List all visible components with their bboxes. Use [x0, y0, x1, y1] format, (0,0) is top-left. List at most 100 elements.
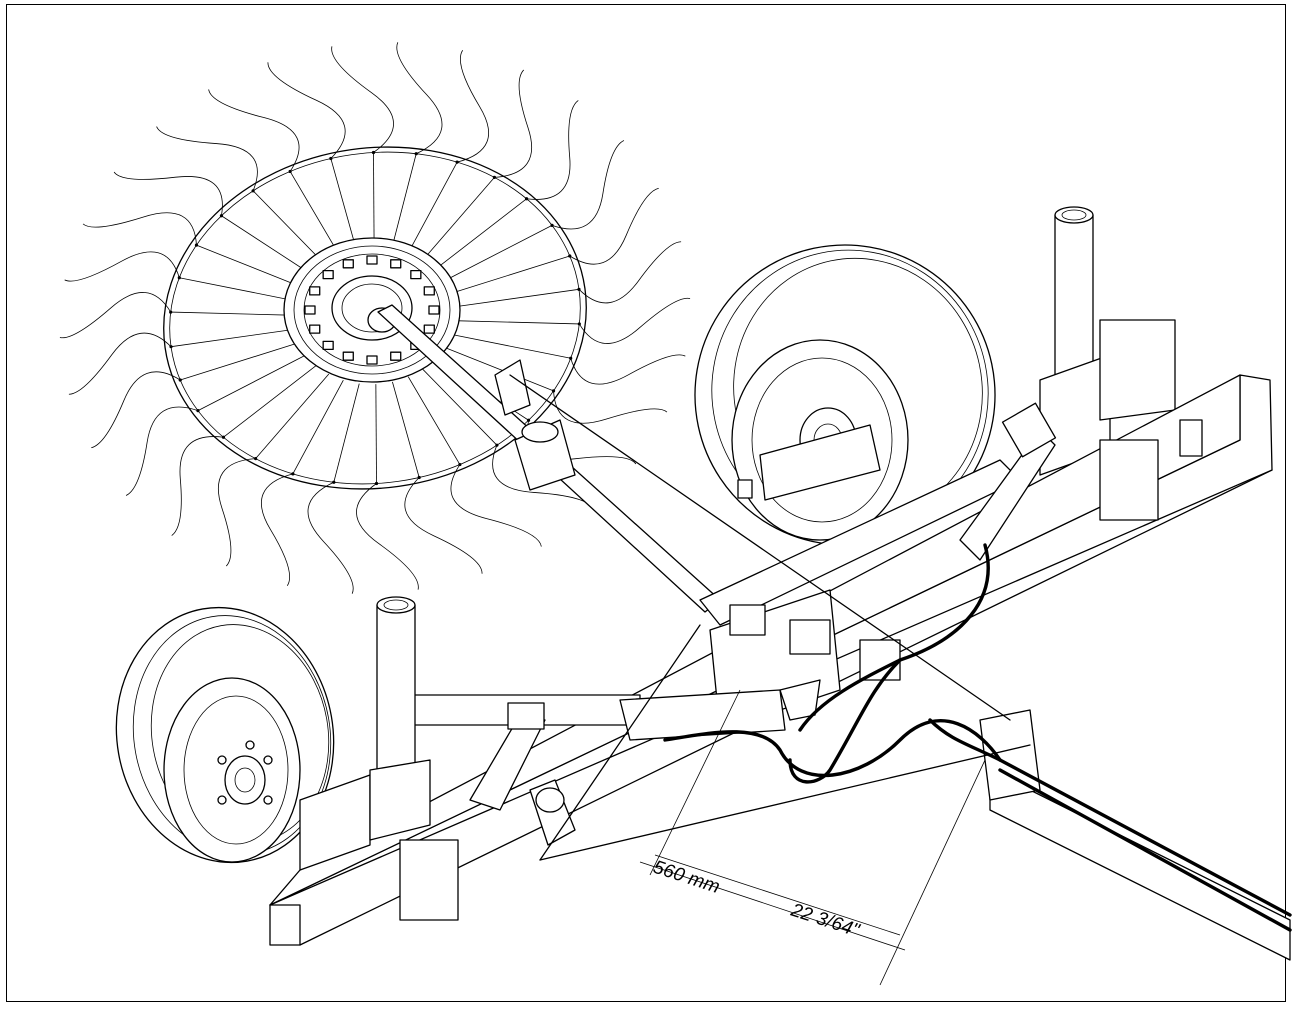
rake-tine-mount — [194, 243, 199, 247]
left-wheel-hub — [224, 755, 266, 805]
rake-tine-mount — [417, 475, 421, 480]
rake-spoke — [223, 365, 317, 438]
frame-tube — [699, 402, 1057, 626]
rake-tine-mount — [291, 472, 295, 476]
rake-spoke — [443, 224, 553, 282]
rake-tine — [91, 371, 181, 449]
rake-tine — [356, 483, 419, 590]
rake-tine-mount — [251, 189, 255, 193]
rake-tine-mount — [332, 480, 336, 484]
rake-spoke — [433, 198, 527, 271]
rake-tine — [396, 42, 443, 155]
rake-spoke — [333, 383, 360, 483]
rake-tine-mount — [374, 481, 379, 486]
hub-slot — [428, 305, 440, 315]
rake-tine-mount — [577, 287, 581, 291]
rake-tine-mount — [492, 175, 497, 179]
rake-tine-mount — [524, 197, 529, 201]
rake-spoke — [450, 255, 570, 294]
rake-spoke — [454, 288, 580, 308]
hub-slot — [342, 259, 354, 269]
hub-slot — [342, 351, 354, 361]
hub-slot — [390, 259, 402, 269]
rake-tine — [64, 251, 180, 282]
rake-tine-mount — [288, 169, 292, 174]
rake-spoke — [179, 277, 299, 302]
rake-tine — [457, 50, 489, 163]
guide-lines — [509, 374, 1031, 861]
dimension-metric-label: 560 mm — [650, 857, 722, 898]
rake-tine-mount — [569, 356, 573, 360]
rake-tine-mount — [526, 418, 531, 422]
right-clamp-plate — [1099, 439, 1159, 521]
rake-tine — [526, 100, 579, 200]
rake-tine-mount — [455, 160, 459, 164]
rake-spoke — [221, 215, 316, 278]
rake-spoke — [406, 161, 458, 257]
left-post-bracket — [299, 774, 371, 871]
rake-tine — [569, 187, 659, 265]
rake-spoke — [392, 381, 420, 478]
rake-tine — [113, 171, 223, 216]
rake-spoke — [252, 190, 328, 268]
rake-wheel-rim — [163, 146, 587, 490]
rake-spoke — [180, 342, 300, 381]
hub-slot — [322, 340, 334, 351]
left-linkage — [399, 679, 821, 846]
rake-spoke — [420, 177, 495, 263]
rake-tine-mount — [169, 310, 173, 314]
rake-spoke — [407, 376, 461, 465]
rake-tine — [171, 436, 224, 536]
rake-tine-mount — [414, 152, 418, 156]
rake-tine — [578, 297, 691, 344]
rake-tine — [404, 477, 483, 574]
tongue — [979, 709, 1291, 961]
hub-slot — [366, 255, 378, 265]
rake-tine — [450, 464, 542, 547]
dimension-imperial-label: 22 3/64" — [788, 899, 863, 941]
rake-tine — [208, 89, 300, 172]
rake-tine — [125, 406, 199, 496]
rake-spoke — [375, 384, 377, 484]
rake-tine — [331, 46, 394, 153]
rake-spoke — [197, 354, 307, 412]
hub-slot — [423, 324, 435, 334]
hub-slot — [410, 269, 422, 280]
rake-spoke — [330, 158, 358, 255]
rake-wheel-tines — [59, 42, 691, 594]
rake-tine-mount — [219, 214, 224, 218]
rake-tine-mount — [196, 409, 200, 413]
lift-arm — [469, 714, 546, 811]
rake-spoke — [373, 152, 375, 252]
rake-tine-mount — [178, 378, 182, 382]
left-mount-post — [299, 596, 431, 871]
rake-tine-mount — [495, 443, 499, 447]
rake-spoke — [170, 328, 296, 348]
rake-tine-mount — [177, 276, 181, 280]
rake-spoke — [196, 244, 306, 289]
rake-tine-mount — [458, 462, 462, 467]
rake-tine-mount — [568, 254, 572, 258]
right-mount-post — [1039, 206, 1176, 476]
hub-slot — [309, 286, 321, 296]
right-wheel — [694, 244, 996, 546]
rake-tine — [494, 69, 532, 178]
rake-tine-mount — [577, 322, 581, 326]
rake-tine — [307, 481, 354, 594]
hub-slot — [322, 269, 334, 280]
hydraulic-cylinder-right — [959, 429, 1056, 561]
hub-slot — [390, 351, 402, 361]
rake-arm — [377, 304, 721, 613]
rake-tine-mount — [329, 156, 333, 161]
rake-tine-mount — [371, 150, 376, 155]
hub-slot — [304, 305, 316, 315]
rake-spoke — [292, 379, 344, 475]
rake-tine — [553, 390, 668, 424]
tongue-bracket — [979, 709, 1041, 801]
rake-tine — [68, 332, 172, 395]
hub-slot — [423, 286, 435, 296]
rake-tine-mount — [253, 457, 258, 461]
rake-tine — [570, 354, 686, 385]
rake-spoke — [170, 311, 296, 316]
rake-tine — [82, 212, 197, 246]
